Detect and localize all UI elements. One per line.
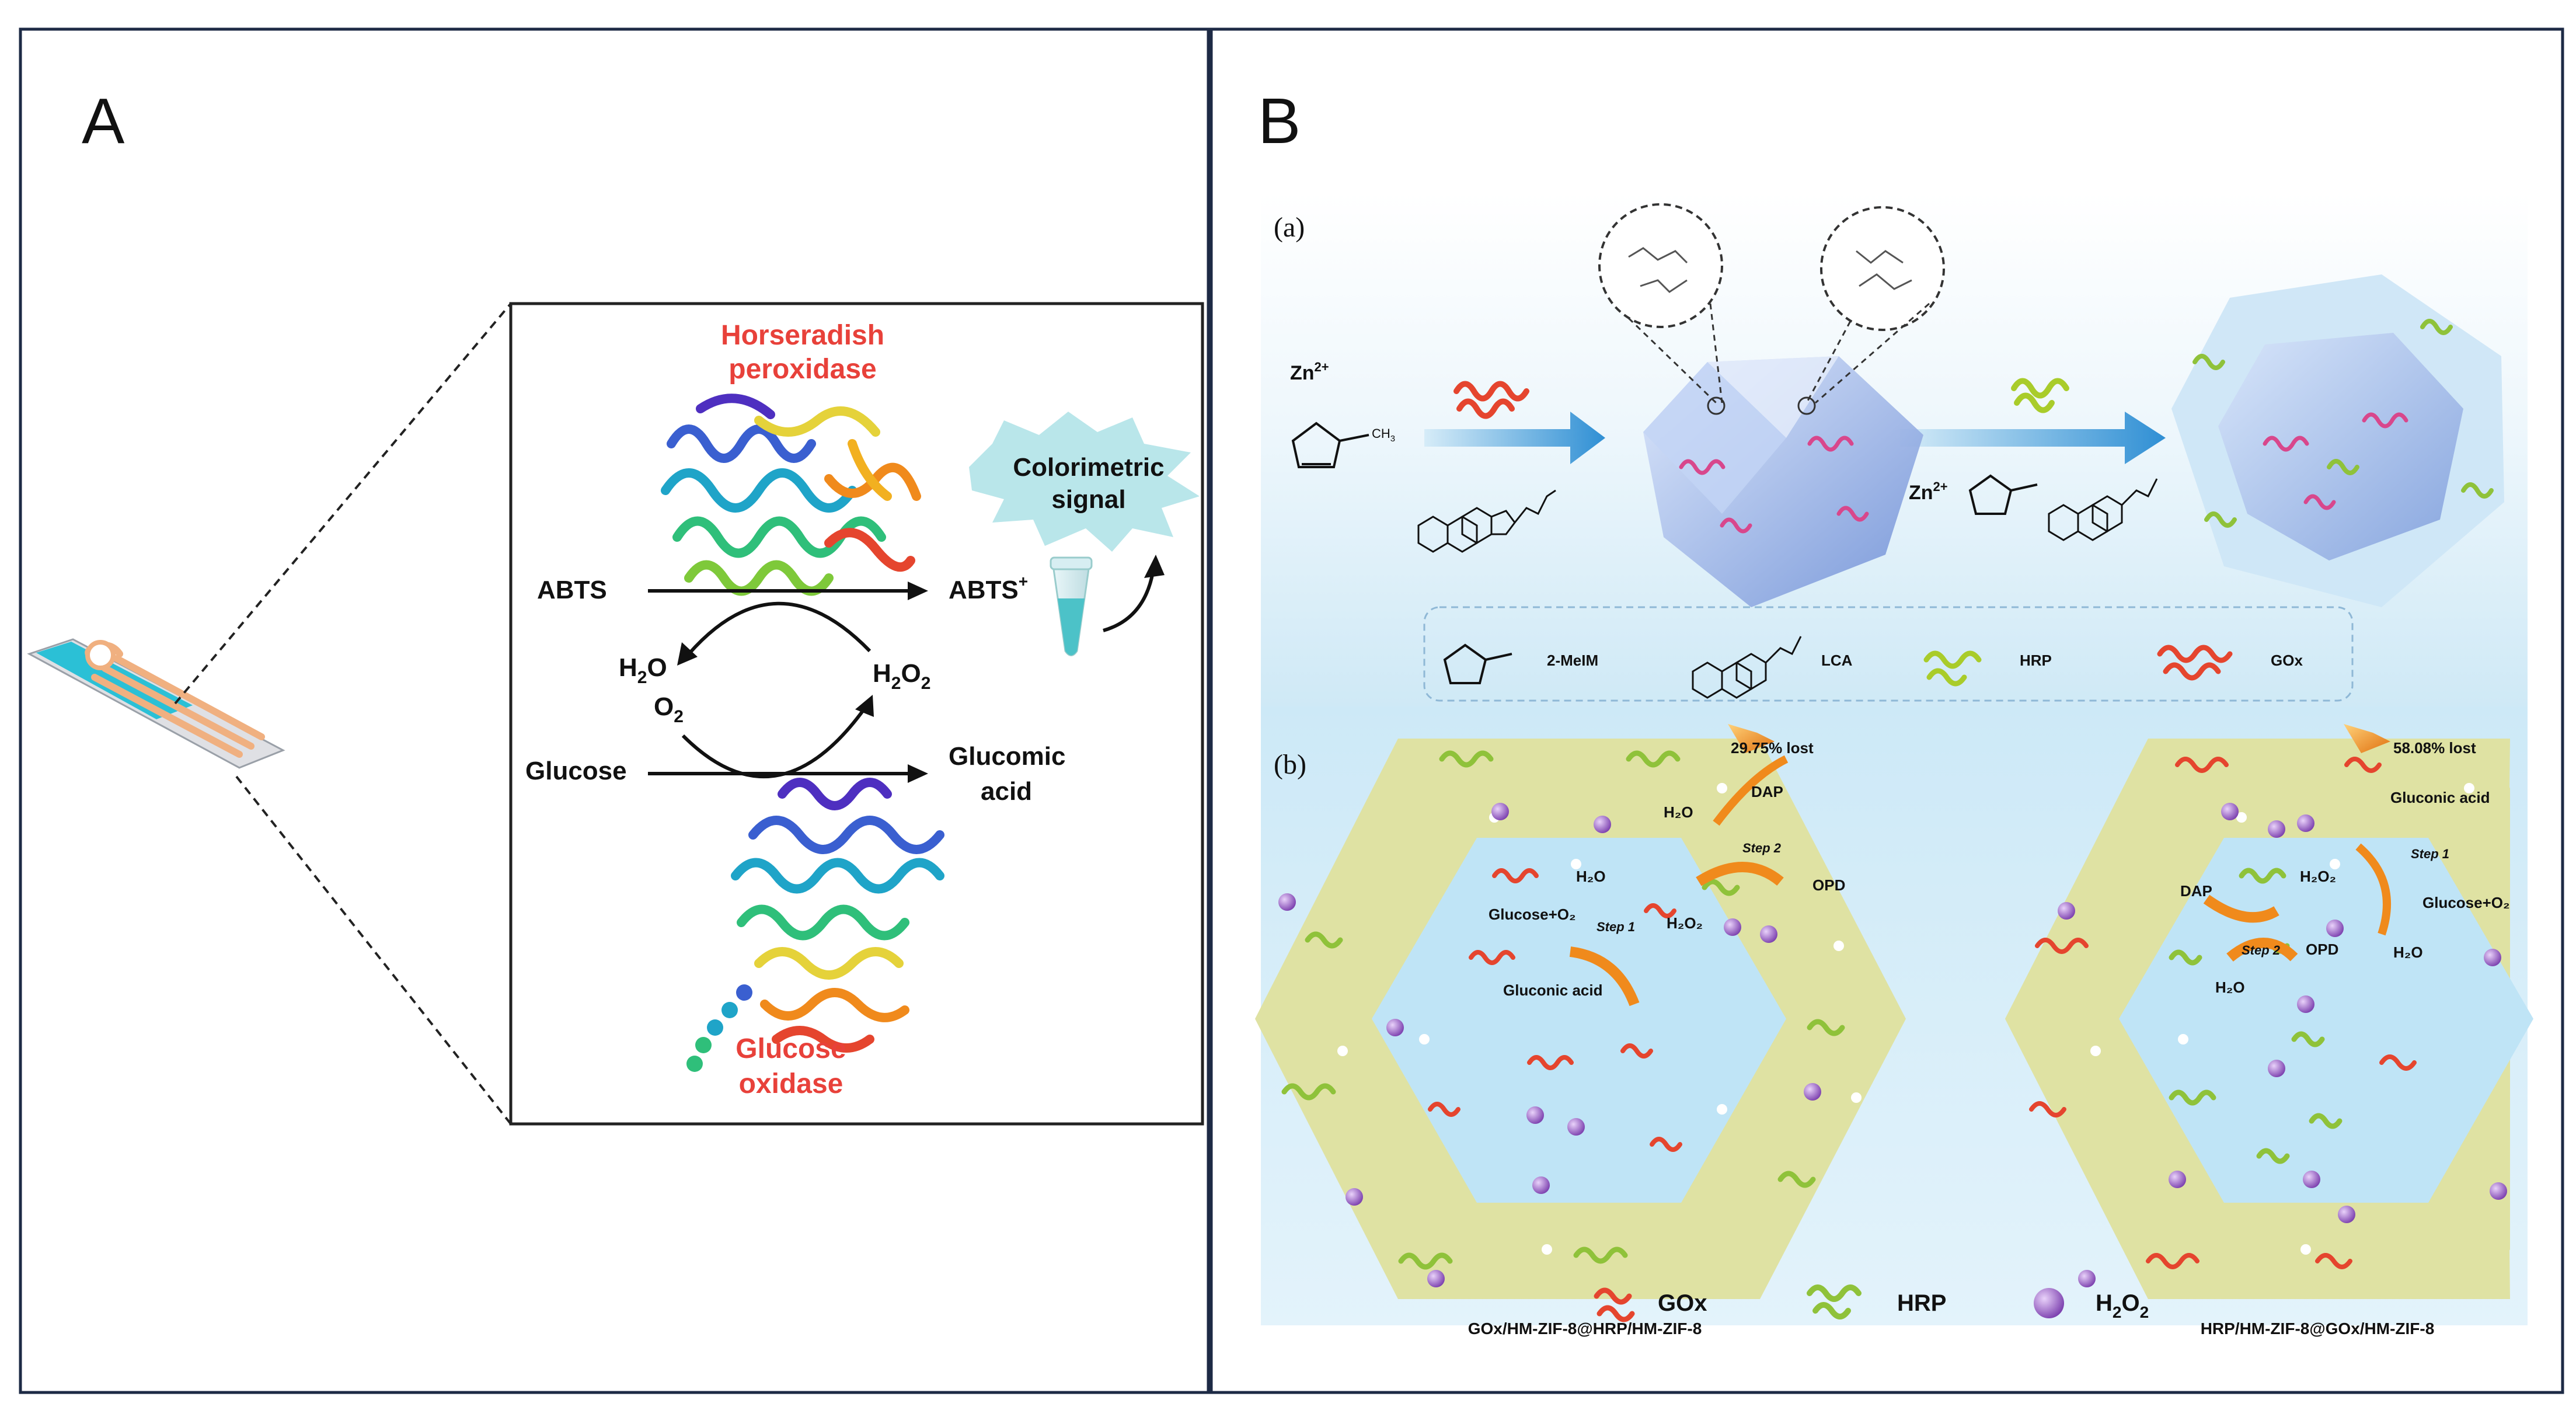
right-h2o-inner: H₂O [2215,979,2245,996]
left-h2o2: H₂O₂ [1667,914,1703,932]
legend-lca-label: LCA [1821,652,1853,669]
colorimetric-signal-burst [969,412,1200,552]
abts-plus-label: ABTS+ [949,572,1028,604]
h2o2-label: H2O2 [873,659,930,693]
synthesis-arrow-1 [1424,412,1605,464]
glucose-label: Glucose [525,757,627,785]
glucose-arrowhead [908,764,928,783]
h2o2-arrowhead [855,695,874,717]
right-step2: Step 2 [2242,943,2281,958]
legend-melm-label: 2-MeIM [1547,652,1598,669]
glucomic-acid-label-2: acid [981,777,1032,806]
panel-a-label: A [82,85,125,157]
signal-curved-arrowhead [1144,555,1165,578]
2-methylimidazole-structure [1291,422,1369,468]
right-lost-label: 58.08% lost [2393,739,2476,757]
right-hex-caption: HRP/HM-ZIF-8@GOx/HM-ZIF-8 [2201,1319,2435,1338]
lca-structure-right [2048,478,2158,541]
right-h2o-outer: H₂O [2393,943,2423,961]
legend-bottom-gox-icon [1594,1287,1635,1322]
legend-top-box [1423,606,2354,702]
hrp-title-1: Horseradish [721,320,884,351]
zoom-line-bottom [235,775,512,1125]
sample-tube-icon [1050,556,1093,656]
o2-to-h2o2-arc [681,708,866,779]
legend-bottom-gox-label: GOx [1658,1290,1707,1316]
left-gluconic: Gluconic acid [1503,981,1603,999]
hrp-gox-zif8-crystal [2171,274,2504,607]
abts-arrowhead [908,582,928,600]
legend-lca-structure [1692,636,1802,699]
left-opd: OPD [1812,876,1845,894]
subpanel-b-label: (b) [1274,749,1306,780]
gox-ribbon-icon-top [1453,381,1529,419]
test-strip [27,638,285,769]
ch3-label: CH3 [1372,426,1395,444]
left-hex-caption: GOx/HM-ZIF-8@HRP/HM-ZIF-8 [1468,1319,1702,1338]
synthesis-arrow-2 [1900,412,2166,464]
left-h2o-outer: H₂O [1664,803,1693,821]
signal-curved-arrow [1103,572,1155,632]
right-dap: DAP [2180,882,2212,900]
legend-hrp-icon [1923,650,1982,687]
legend-bottom-hrp-label: HRP [1897,1290,1946,1316]
legend-gox-label: GOx [2271,652,2303,669]
signal-text-2: signal [1051,485,1125,514]
legend-bottom-h2o2-sphere [2034,1288,2064,1318]
right-step1: Step 1 [2411,847,2449,861]
gox-title-2: oxidase [739,1068,843,1099]
2-methylimidazole-structure-2 [1968,474,2038,515]
hexagon-hrp-core-gox-shell [2005,724,2533,1299]
zoom-circles-coordination [1598,203,1945,415]
legend-hrp-label: HRP [2020,652,2052,669]
gox-protein-structure [731,778,944,1053]
legend-gox-icon [2157,645,2233,681]
gox-title-1: Glucose [735,1033,846,1064]
subpanel-a-label: (a) [1274,212,1305,243]
legend-bottom-hrp-icon [1807,1284,1862,1319]
right-glucose-o2: Glucose+O₂ [2422,894,2510,911]
left-lost-label: 29.75% lost [1731,739,1814,757]
h2o-arrowhead [677,642,698,666]
hrp-protein-structure [661,394,921,596]
h2o-label: H2O [619,653,667,687]
panel-b-label: B [1258,85,1301,157]
right-h2o2: H₂O₂ [2300,868,2336,885]
hexagon-gox-core-hrp-shell [1255,724,1906,1299]
left-step2: Step 2 [1742,841,1782,855]
zoom-line-top [174,302,512,705]
legend-melm-structure [1443,643,1512,684]
right-opd: OPD [2306,941,2338,958]
abts-label: ABTS [537,576,607,604]
hrp-title-2: peroxidase [728,354,876,385]
left-dap: DAP [1751,783,1783,800]
lca-structure-left [1417,489,1556,553]
right-gluconic: Gluconic acid [2390,789,2490,806]
signal-text-1: Colorimetric [1013,453,1164,482]
zn-label-2: Zn2+ [1909,479,1948,504]
left-glucose-o2: Glucose+O₂ [1489,906,1576,923]
gox-tail-beads [686,984,752,1072]
legend-bottom-h2o2-label: H2O2 [2096,1290,2149,1321]
left-step1: Step 1 [1597,920,1635,934]
hrp-ribbon-icon-top [2011,378,2069,413]
left-h2o-inner: H₂O [1576,868,1606,885]
gox-zif8-crystal [1643,356,1923,607]
zn-label-1: Zn2+ [1290,360,1329,384]
glucomic-acid-label-1: Glucomic [949,742,1066,771]
o2-label: O2 [654,692,684,726]
h2o2-to-h2o-arc [687,601,872,655]
